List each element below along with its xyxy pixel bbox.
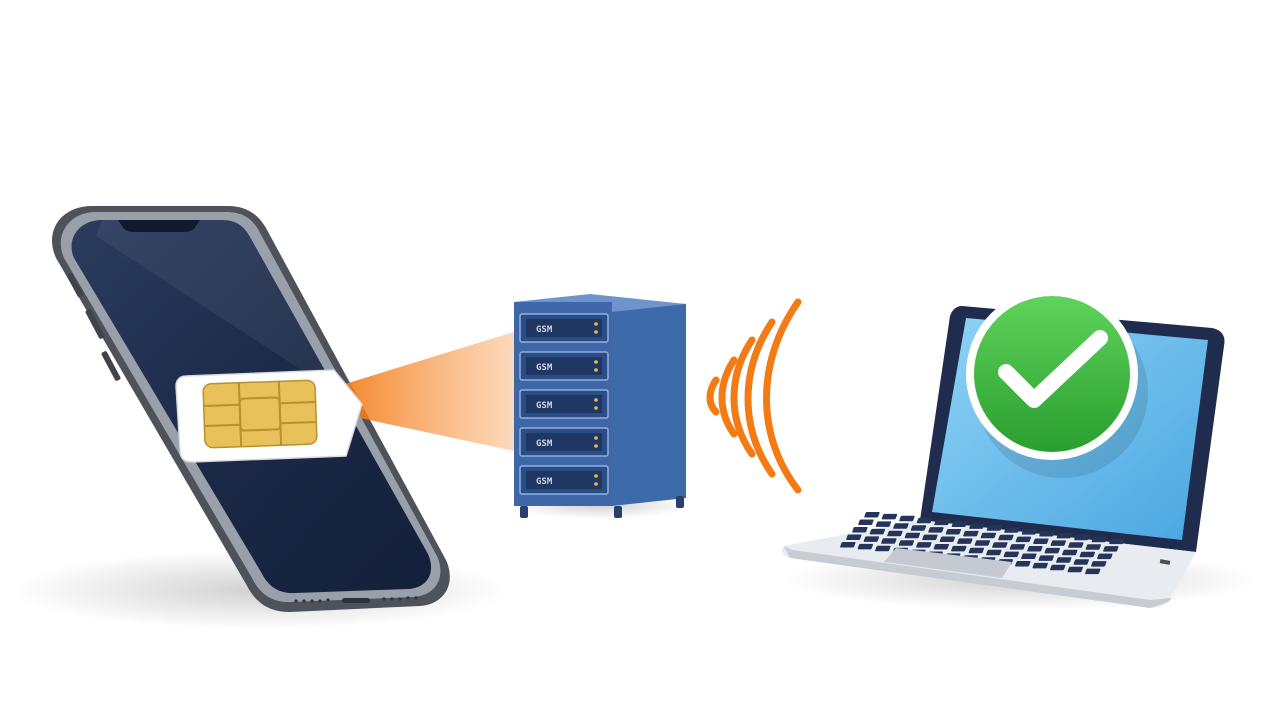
server-slot: GSM	[519, 465, 609, 495]
server-slot: GSM	[519, 351, 609, 381]
server-slot-label: GSM	[536, 439, 553, 449]
sim-chip	[202, 379, 318, 449]
server-slot: GSM	[519, 427, 609, 457]
checkmark-icon	[966, 288, 1148, 478]
server-slot-label: GSM	[536, 477, 553, 487]
signal-arc-4	[744, 318, 776, 478]
signal-arc-1	[706, 376, 720, 416]
signal-arc-5	[763, 298, 802, 494]
wireless-signal-icon	[706, 298, 802, 494]
server-slot-label: GSM	[536, 325, 553, 335]
server-slot-label: GSM	[536, 401, 553, 411]
server-slot: GSM	[519, 389, 609, 419]
laptop-trackpad	[884, 548, 1012, 578]
server-slot: GSM	[519, 313, 609, 343]
signal-arc-2	[718, 356, 738, 438]
signal-arc-3	[730, 336, 756, 458]
server-rack-icon: GSM GSM GSM GSM GSM	[508, 294, 692, 519]
connection-beam	[332, 330, 556, 454]
sim-card-icon	[175, 369, 363, 463]
server-slot-label: GSM	[536, 363, 553, 373]
